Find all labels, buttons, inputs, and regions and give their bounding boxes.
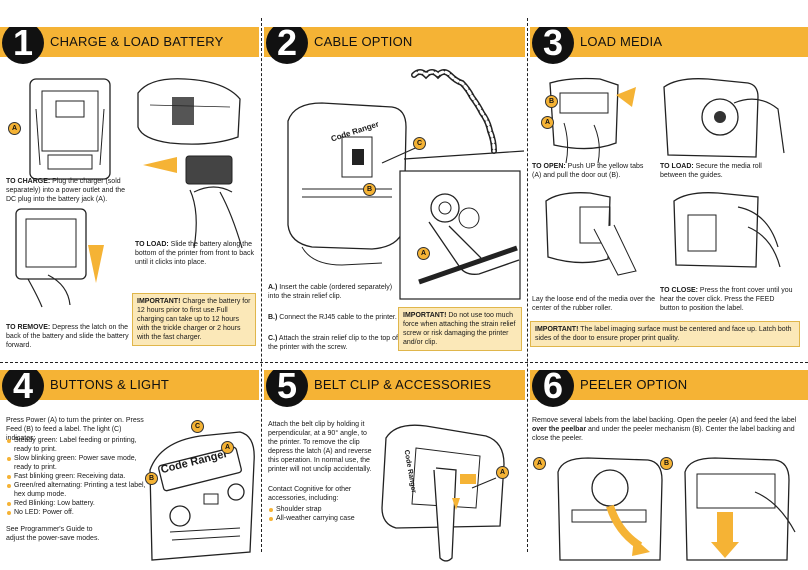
step-number: 3 [532,27,574,64]
strain-relief-clip-illustration [399,170,521,300]
callout-b: B [660,457,673,470]
close-instructions: TO CLOSE: Press the front cover until yo… [660,287,793,312]
panel-peeler-option: 6 PEELER OPTION Remove several labels fr… [530,370,808,568]
row-divider [0,362,808,363]
list-item: Steady green: Label feeding or printing,… [6,436,156,454]
remove-instructions: TO REMOVE: Depress the latch on the back… [6,324,129,349]
list-item: Slow blinking green: Power save mode, re… [6,454,156,472]
callout-c: C [191,420,204,433]
column-divider-1 [261,18,262,552]
callout-b: B [145,472,158,485]
open-instructions: TO OPEN: Push UP the yellow tabs (A) and… [532,163,644,179]
list-item: Fast blinking green: Receiving data. [6,472,156,481]
printer-back-illustration [29,78,111,180]
callout-b: B [545,95,558,108]
panel-charge-load-battery: 1 CHARGE & LOAD BATTERY A TO CHARGE: Plu… [0,27,259,360]
panel-cable-option: 2 CABLE OPTION Code Ranger C B A A.) Ins… [264,27,525,360]
list-item: Red Blinking: Low battery. [6,499,156,508]
load-instructions: TO LOAD: Slide the battery along the bot… [135,241,255,266]
peeler-instructions: Remove several labels from the label bac… [532,417,797,442]
peeler-close-illustration [684,457,796,561]
callout-a: A [221,441,234,454]
media-feed-illustration [545,192,637,276]
coiled-cable-illustration [411,69,497,154]
belt-clip-illustration [381,424,505,562]
callout-a: A [496,466,509,479]
callout-b: B [363,183,376,196]
close-cover-illustration [673,192,781,268]
panel-buttons-light: 4 BUTTONS & LIGHT Press Power (A) to tur… [0,370,259,568]
list-item: All-weather carrying case [268,514,378,523]
step-number: 4 [2,370,44,407]
media-roll-illustration [663,78,785,158]
cable-step-b: B.) Connect the RJ45 cable to the printe… [268,314,397,321]
panel-title: CABLE OPTION [314,34,413,49]
accessories-contact: Contact Cognitive for other accessories,… [268,486,352,502]
panel-header [530,27,808,57]
lay-instructions: Lay the loose end of the media over the … [532,296,655,312]
important-note: IMPORTANT! The label imaging surface mus… [530,321,800,347]
step-number: 5 [266,370,308,407]
cable-step-c: C.) Attach the strain relief clip to the… [268,335,398,351]
column-divider-2 [527,18,528,552]
light-indicator-list: Steady green: Label feeding or printing,… [6,436,156,517]
slide-arrow-icon [143,157,177,173]
charge-instructions: TO CHARGE: Plug the charger (sold separa… [6,178,126,203]
buttons-footer: See Programmer's Guide to adjust the pow… [6,526,100,542]
panel-load-media: 3 LOAD MEDIA B A TO OPEN: Push UP the ye… [530,27,808,360]
connector-line-icon [404,150,524,160]
panel-title: CHARGE & LOAD BATTERY [50,34,224,49]
cable-step-a: A.) Insert the cable (ordered separately… [268,284,393,300]
printer-side-illustration [137,78,241,145]
step-number: 1 [2,27,44,64]
printer-top-illustration [149,431,255,561]
load-instructions: TO LOAD: Secure the media roll between t… [660,163,762,179]
panel-header [530,370,808,400]
callout-a: A [533,457,546,470]
printer-remove-illustration [15,208,87,308]
panel-belt-clip-accessories: 5 BELT CLIP & ACCESSORIES Attach the bel… [264,370,525,568]
callout-a: A [541,116,554,129]
callout-a: A [417,247,430,260]
important-note: IMPORTANT! Do not use too much force whe… [398,307,522,351]
list-item: Shoulder strap [268,505,378,514]
list-item: Green/red alternating: Printing a test l… [6,481,156,499]
callout-a: A [8,122,21,135]
list-item: No LED: Power off. [6,508,156,517]
open-door-illustration [549,77,636,164]
belt-clip-intro: Attach the belt clip by holding it perpe… [268,421,372,473]
panel-title: LOAD MEDIA [580,34,663,49]
buttons-intro: Press Power (A) to turn the printer on. … [6,417,144,442]
peeler-open-illustration [557,457,663,561]
accessories-list: Shoulder strap All-weather carrying case [268,505,378,523]
step-number: 6 [532,370,574,407]
panel-title: BELT CLIP & ACCESSORIES [314,377,492,392]
panel-title: BUTTONS & LIGHT [50,377,170,392]
callout-c: C [413,137,426,150]
hand-battery-illustration [185,155,243,249]
step-number: 2 [266,27,308,64]
important-note: IMPORTANT! Charge the battery for 12 hou… [132,293,256,346]
panel-title: PEELER OPTION [580,377,688,392]
down-arrow-icon [88,245,104,283]
